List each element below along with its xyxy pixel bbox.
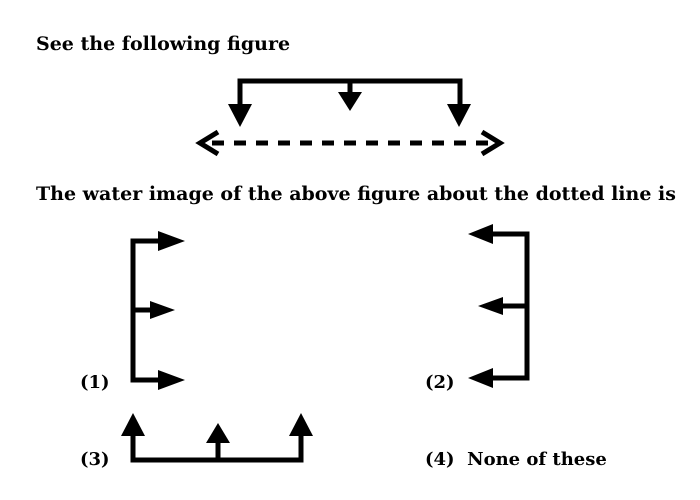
option1-label[interactable]: (1) [80, 372, 110, 393]
option2-label[interactable]: (2) [425, 372, 455, 393]
dotted-line-left-arrowhead [195, 129, 220, 157]
original-arrowhead-middle [338, 92, 362, 111]
question-text: The water image of the above figure abou… [36, 183, 676, 205]
option4[interactable]: (4) None of these [425, 451, 607, 469]
dotted-line-right-arrowhead [480, 129, 505, 157]
original-arrowhead-right [447, 104, 471, 127]
option4-text: None of these [467, 449, 607, 470]
option4-label: (4) [425, 449, 455, 470]
option3-label[interactable]: (3) [80, 449, 110, 470]
original-arrowhead-left [228, 104, 252, 127]
figure-heading: See the following figure [36, 33, 291, 55]
